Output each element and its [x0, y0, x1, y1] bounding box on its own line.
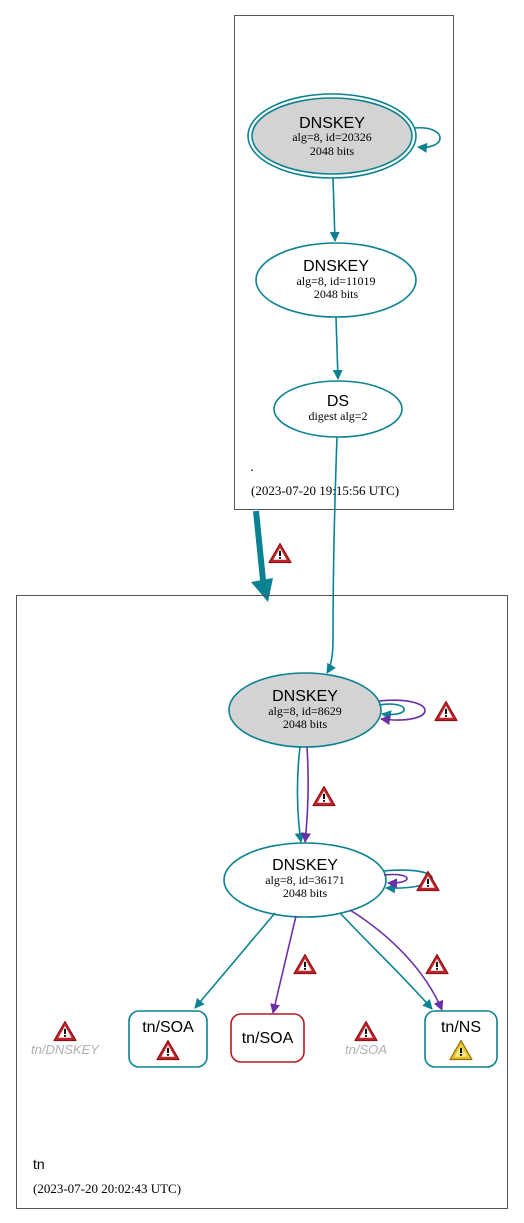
tn-zsk-to-ns-edge-purple: [349, 909, 444, 1011]
ghost-soa-error-icon: [354, 1020, 378, 1042]
tn-ksk-node[interactable]: DNSKEY alg=8, id=8629 2048 bits: [228, 672, 382, 748]
tn-ksk-error-icon: [434, 700, 458, 722]
tn-zsk-error-icon: [416, 870, 440, 892]
tn-ksk-line1: alg=8, id=8629: [268, 704, 342, 718]
delegation-edge: [251, 510, 273, 602]
root-ksk-self-loop: [413, 127, 441, 153]
root-zsk-node[interactable]: DNSKEY alg=8, id=11019 2048 bits: [255, 242, 417, 318]
root-ds-line1: digest alg=2: [308, 409, 367, 423]
root-ksk-to-zsk-edge: [329, 177, 340, 242]
ghost-dnskey-error-icon: [53, 1020, 77, 1042]
tn-soa-red-edge-error-icon: [293, 953, 317, 975]
tn-zsk-title: DNSKEY: [272, 857, 338, 874]
tn-ns-edge-error-icon: [425, 953, 449, 975]
root-zone-timestamp: (2023-07-20 19:15:56 UTC): [251, 483, 399, 498]
tn-zone-name: tn: [33, 1156, 45, 1172]
root-ds-node[interactable]: DS digest alg=2: [273, 380, 403, 438]
tn-zsk-to-ns-edge-teal: [339, 912, 433, 1010]
root-zsk-line1: alg=8, id=11019: [296, 274, 375, 288]
root-ksk-line1: alg=8, id=20326: [292, 130, 372, 144]
tn-ns-label: tn/NS: [441, 1019, 481, 1036]
tn-ksk-to-zsk-edge-purple: [301, 746, 311, 843]
root-ksk-line2: 2048 bits: [310, 144, 355, 158]
tn-ksk-title: DNSKEY: [272, 688, 338, 705]
root-zone-cluster: [234, 15, 454, 510]
tn-ksk-self-loop-purple: [378, 699, 426, 726]
tn-zone-timestamp: (2023-07-20 20:02:43 UTC): [33, 1181, 181, 1196]
root-zsk-line2: 2048 bits: [314, 287, 359, 301]
tn-zsk-to-soa-red-edge: [270, 915, 297, 1014]
ghost-soa-label: tn/SOA: [345, 1042, 387, 1057]
tn-soa-teal-label: tn/SOA: [142, 1019, 194, 1036]
root-zsk-title: DNSKEY: [303, 258, 369, 275]
tn-zsk-to-soa-teal-edge: [194, 912, 276, 1009]
root-ds-title: DS: [327, 393, 349, 410]
delegation-error-icon: [268, 542, 292, 564]
tn-soa-red-node[interactable]: tn/SOA: [230, 1013, 305, 1063]
root-zone-name: .: [250, 458, 254, 474]
tn-soa-red-label: tn/SOA: [242, 1030, 294, 1047]
tn-ksk-line2: 2048 bits: [283, 717, 328, 731]
tn-soa-teal-node[interactable]: tn/SOA: [128, 1010, 208, 1068]
tn-ksk-to-zsk-edge-teal: [294, 746, 305, 843]
tn-zsk-line1: alg=8, id=36171: [265, 873, 345, 887]
ds-to-tn-ksk-edge: [326, 436, 338, 674]
tn-zsk-node[interactable]: DNSKEY alg=8, id=36171 2048 bits: [223, 842, 387, 918]
ghost-dnskey-label: tn/DNSKEY: [31, 1042, 100, 1057]
tn-zone-cluster: [16, 595, 508, 1209]
tn-ksk-zsk-error-icon: [312, 785, 336, 807]
root-ksk-node[interactable]: DNSKEY alg=8, id=20326 2048 bits: [247, 93, 417, 179]
tn-ksk-self-loop-teal: [378, 703, 405, 721]
root-zsk-to-ds-edge: [332, 316, 343, 380]
tn-zsk-self-loop-purple: [383, 873, 408, 889]
tn-zsk-line2: 2048 bits: [283, 886, 328, 900]
tn-ns-node[interactable]: tn/NS: [424, 1010, 498, 1068]
root-ksk-title: DNSKEY: [299, 115, 365, 132]
